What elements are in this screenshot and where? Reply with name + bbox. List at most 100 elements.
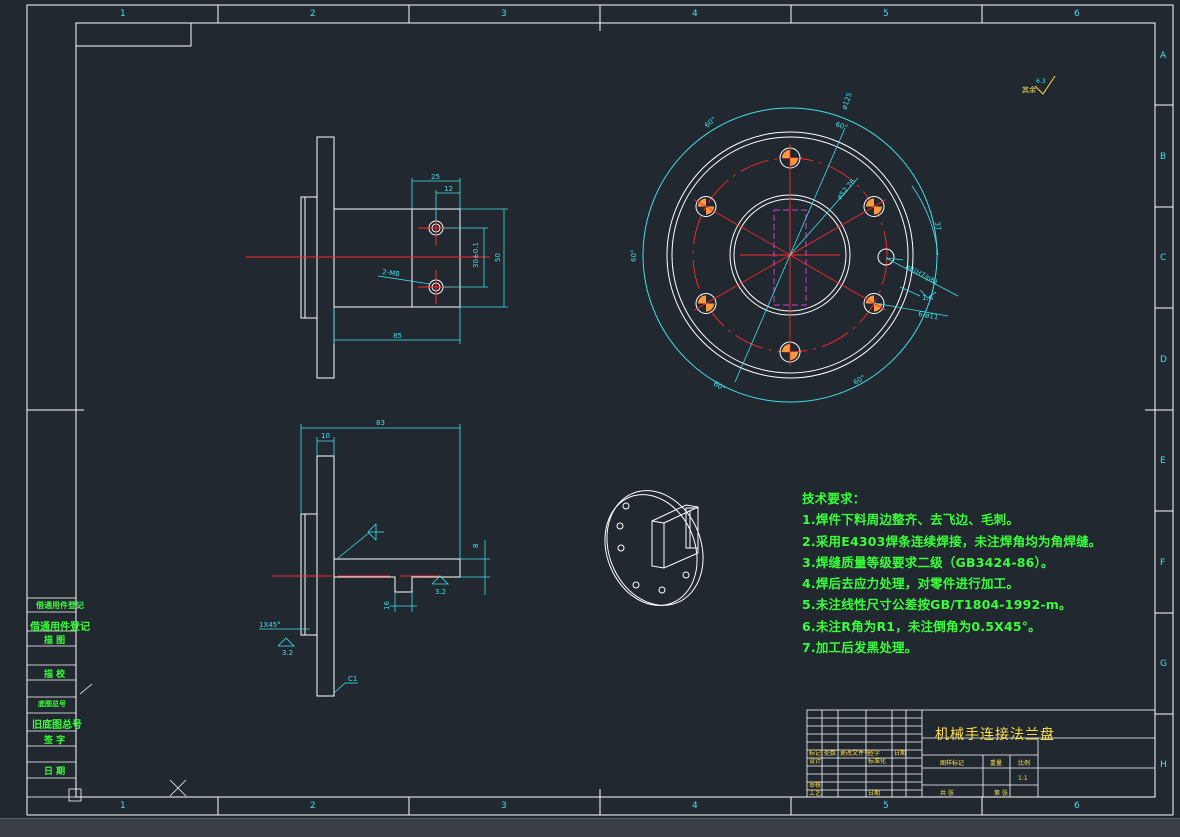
zone-col-5-top: 5 [883,9,889,19]
tb-label-scale: 比例 [1018,759,1030,767]
hole-quadrant [866,295,875,304]
zone-row-f: F [1160,558,1166,568]
hole-centerline [693,254,791,311]
hole-quadrant [697,198,706,207]
zone-dividers [27,5,1173,815]
tb-label-date: 日期 [894,749,906,757]
dim-8: 8 [472,544,480,548]
zone-row-a: A [1160,51,1167,61]
roughness-b: 3.2 [282,649,293,657]
title-block [806,709,1156,798]
tb-label-date-2: 日期 [868,789,880,797]
zone-row-b: B [1160,152,1167,162]
hole-quadrant [697,295,706,304]
dim-chamfer: 1X45° [259,621,281,629]
zone-col-2-bottom: 2 [310,801,316,811]
tech-item-7: 7.加工后发黑处理。 [802,640,918,656]
dim-30: 30±0.1 [472,242,480,268]
tech-item-2: 2.采用E4303焊条连续焊接，未注焊角均为角焊缝。 [802,533,1102,549]
dim-50: 50 [494,253,502,262]
sheet-border [26,4,1174,816]
tb-label-design: 设计 [809,757,821,765]
tech-item-6: 6.未注R角为R1，未注倒角为0.5X45°。 [802,618,1041,634]
dim-2-m8: 2-M8 [382,268,400,278]
title-block-labels: 标记 处数 更改文件号 签字 日期 设计 标准化 图样标记 重量 比例 审核 工… [809,749,1030,797]
holes-6-11: 6-ø11 [918,310,939,321]
dim-37: 37 [933,221,942,231]
roughness-value: 6.3 [1036,78,1046,85]
hole-quadrant [705,206,714,215]
zone-col-1-bottom: 1 [120,801,126,811]
angle-d: 60° [712,380,727,393]
front-view: 83 10 8 16 1X45° C1 3.2 3.2 [259,419,490,697]
tech-item-4: 4.焊后去应力处理，对零件进行加工。 [802,576,1020,592]
bolt-hole [863,293,885,314]
flange-view: 60° 60° 60° 60° 60° ø125 ø52.76 37 6-ø11… [630,91,959,403]
zone-col-2-top: 2 [310,9,316,19]
angle-a: 60° [703,115,718,129]
zone-row-g: G [1160,659,1167,669]
tb-label-weight: 重量 [990,759,1002,767]
dim-83: 83 [376,419,385,427]
zone-row-c: C [1160,253,1167,263]
angle-b: 60° [834,120,848,132]
hole-quadrant [782,150,790,158]
zone-row-h: H [1160,760,1167,770]
zone-col-1-top: 1 [120,9,126,19]
left-label-7: 签 字 [44,736,66,746]
tb-label-sign: 签字 [868,749,880,757]
tb-label-process: 工艺 [809,789,821,797]
tb-label-change: 更改文件号 [840,749,870,757]
dim-12: 12 [444,185,453,193]
technical-requirements: 技术要求： 1.焊件下料周边整齐、去飞边、毛刺。 2.采用E4303焊条连续焊接… [802,488,1101,658]
left-label-1: 借通用件登记 [36,601,84,610]
hole-quadrant [874,303,883,312]
hole-quadrant [705,303,714,312]
zone-col-3-bottom: 3 [501,801,507,811]
zone-row-d: D [1160,355,1167,365]
side-view: 25 12 30±0.1 50 2-M8 85 [246,136,508,379]
dim-c1: C1 [348,675,357,683]
roughness-a: 3.2 [435,588,446,596]
left-label-5: 旧底图总号 [32,720,82,731]
general-roughness: 其余 6.3 [1022,75,1056,95]
tech-item-3: 3.焊缝质量等级要求二级（GB3424-86）。 [802,554,1054,570]
zone-row-e: E [1160,456,1166,466]
tech-item-5: 5.未注线性尺寸公差按GB/T1804-1992-m。 [802,597,1072,613]
roughness-note: 其余 [1022,85,1036,94]
zone-col-6-bottom: 6 [1074,801,1080,811]
bolt-hole [695,196,717,217]
hole-quadrant [790,352,798,360]
hole-quadrant [874,206,883,215]
left-label-2: 借通用件登记 [30,622,90,633]
dia-52: ø52.76 [835,177,857,201]
left-label-6: 底图总号 [38,700,66,708]
dim-25: 25 [431,173,440,181]
bolt-hole [695,293,717,314]
zone-col-6-top: 6 [1074,9,1080,19]
angle-e: 60° [852,374,867,387]
hole-quadrant [866,198,875,207]
hole-quadrant [782,344,790,352]
tb-label-count: 处数 [824,749,836,757]
status-bar [0,818,1180,837]
zone-col-4-bottom: 4 [692,801,698,811]
tb-label-drawing-mark: 图样标记 [940,759,964,767]
tb-label-sheet-no: 第 张 [994,789,1008,797]
dim-85: 85 [393,332,402,340]
dim-10: 10 [321,432,330,440]
bolt-hole [863,196,885,217]
tb-label-mark: 标记 [809,749,821,757]
tb-scale-value: 1:1 [1018,775,1028,782]
tb-label-total-sheets: 共 张 [940,789,954,797]
drawing-title: 机械手连接法兰盘 [935,727,1055,743]
zone-col-4-top: 4 [692,9,698,19]
pin-hole [877,248,895,266]
hole-quadrant [790,158,798,166]
angle-c: 60° [630,250,638,262]
left-label-3: 描 图 [44,636,66,646]
tech-item-1: 1.焊件下料周边整齐、去飞边、毛刺。 [802,512,1020,528]
hole-centerline [693,199,791,256]
left-column-grid [26,597,187,802]
